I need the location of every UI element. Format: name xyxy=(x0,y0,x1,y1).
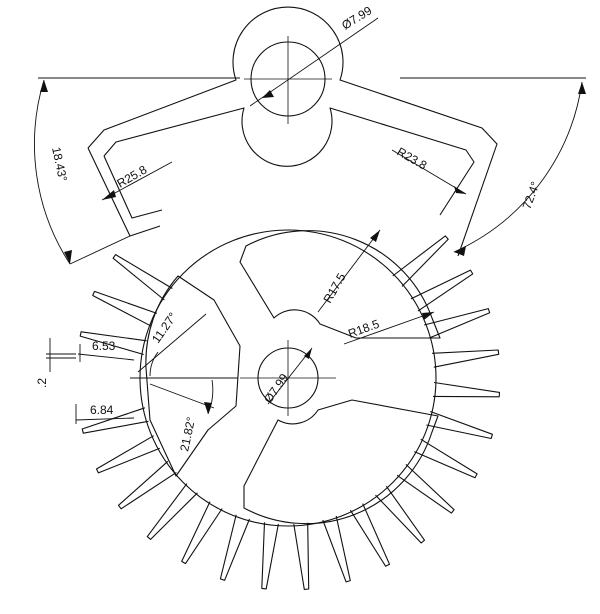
radial-fin xyxy=(424,308,491,339)
dim-left-angle-arc xyxy=(34,79,71,265)
dim-outer-radius-arrow xyxy=(422,312,434,320)
dim-left-radius-arrow xyxy=(102,190,116,200)
dim-fin-angle-large-text: 21.82° xyxy=(177,415,198,452)
main-wheel xyxy=(79,229,501,590)
radial-fin xyxy=(95,435,161,474)
radial-fin xyxy=(375,485,426,544)
radial-fin xyxy=(293,522,310,590)
dim-fin-angle-large-line xyxy=(149,383,215,409)
radial-fin xyxy=(322,515,351,583)
dim-inner-radius-text: R17.5 xyxy=(320,270,348,305)
radial-fin xyxy=(432,349,500,368)
dim-fin-length-text: 6.84 xyxy=(90,403,114,417)
dim-center-hole-text: Ø7.99 xyxy=(261,371,291,406)
radial-fin xyxy=(414,438,478,479)
dim-left-angle-arrow-bottom xyxy=(64,250,72,264)
dim-right-radius-text: R23.8 xyxy=(395,144,430,172)
dimensions: Ø7.99 18.43° 72.4° R25.8 R23.8 R17.5 R18… xyxy=(34,3,586,453)
radial-fins xyxy=(79,235,501,590)
dim-fin-thickness-text: .2 xyxy=(35,378,49,388)
dim-top-hole-arrow xyxy=(262,90,274,98)
dim-left-angle-ext xyxy=(69,235,131,265)
dim-right-angle-arc xyxy=(453,81,583,253)
sector-window-lower-right xyxy=(243,399,439,525)
dim-right-angle-text: 72.4° xyxy=(520,180,543,211)
radial-fin xyxy=(79,331,147,356)
top-mounting-ring xyxy=(87,6,498,257)
radial-fin xyxy=(181,501,223,565)
radial-fin xyxy=(349,503,391,567)
radial-fin xyxy=(261,522,279,590)
dim-fin-gap-line xyxy=(77,353,135,361)
radial-fin xyxy=(396,463,455,514)
radial-fin xyxy=(219,514,251,581)
radial-fin xyxy=(432,381,501,398)
bracket-left-foot xyxy=(87,147,163,237)
dim-inner-radius-leader xyxy=(317,229,381,313)
dim-left-radius-text: R25.8 xyxy=(115,162,150,190)
dim-right-radius-arrow xyxy=(454,186,466,194)
dim-right-angle-arrow-top xyxy=(578,82,586,94)
dim-fin-length-line xyxy=(75,417,135,421)
radial-fin xyxy=(117,460,177,510)
dim-outer-radius-leader xyxy=(343,311,435,345)
dim-fin-gap-text: 6.53 xyxy=(92,339,116,353)
radial-fin xyxy=(426,410,493,440)
dim-fin-angle-large-arrow xyxy=(204,402,212,414)
radial-fin xyxy=(146,483,198,540)
dim-fin-angle-small-line xyxy=(137,313,207,373)
radial-fin xyxy=(112,254,173,301)
dim-right-angle-arrow-bottom xyxy=(454,246,466,256)
dim-fin-angle-large-arc xyxy=(207,379,214,415)
dim-fin-angle-small-arc xyxy=(149,351,159,377)
radial-fin xyxy=(92,290,158,327)
dim-right-radius-leader xyxy=(391,149,467,195)
sector-window-left xyxy=(145,275,241,477)
dim-center-hole-leader xyxy=(267,347,313,405)
dim-top-hole-text: Ø7.99 xyxy=(339,3,374,32)
sector-window-upper-right xyxy=(239,230,441,339)
dim-inner-radius-arrow xyxy=(370,230,380,242)
dim-center-hole-arrow xyxy=(304,348,312,359)
bracket-inner-outline xyxy=(103,107,475,216)
dim-left-angle-text: 18.43° xyxy=(49,146,70,183)
radial-fin xyxy=(410,269,474,312)
bracket-outer-outline xyxy=(87,6,498,257)
radial-fin xyxy=(392,235,449,287)
dim-top-hole-leader xyxy=(249,17,379,107)
dim-left-angle-arrow-top xyxy=(40,80,48,92)
